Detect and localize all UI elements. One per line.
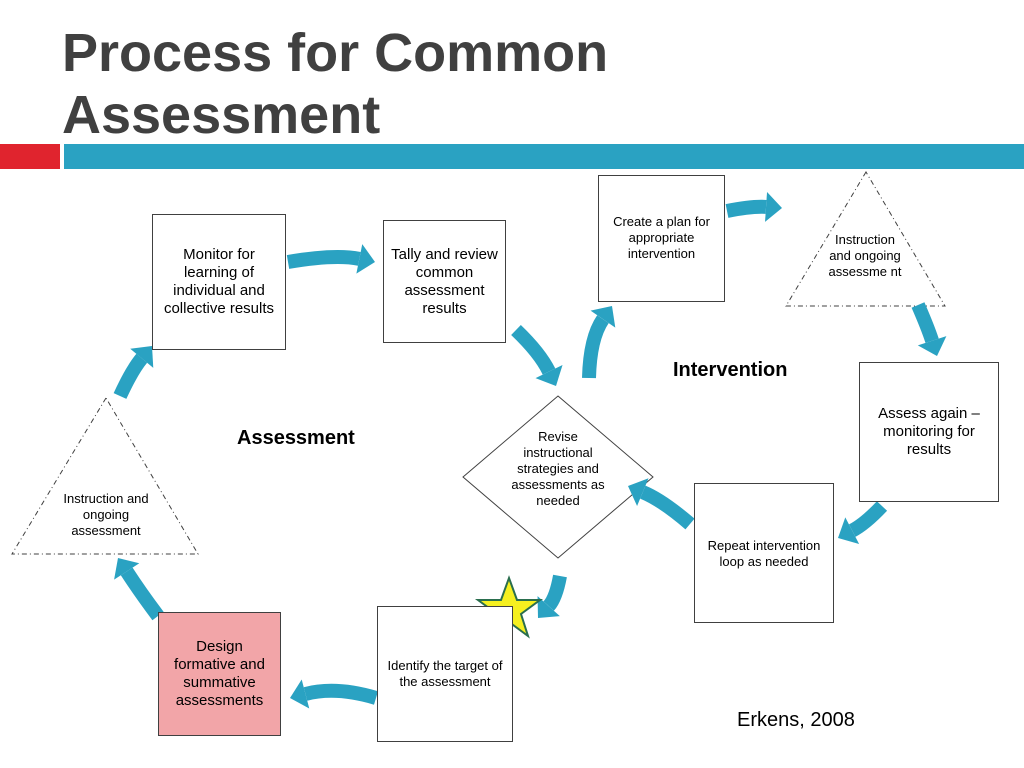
arrow-repeat-to-revise-shaft xyxy=(639,485,695,530)
instruction-left-label: Instruction and ongoing assessment xyxy=(63,491,149,538)
arrow-instruction-to-monitor-head xyxy=(130,346,154,368)
step-identify-label: Identify the target of the assessment xyxy=(387,658,503,689)
arrow-assess-to-repeat-shaft xyxy=(848,501,888,537)
step-monitor-box: Monitor for learning of individual and c… xyxy=(152,214,286,350)
arrow-instruction-to-monitor-shaft xyxy=(113,353,148,399)
arrow-tally-to-revise-shaft xyxy=(511,324,556,375)
step-identify-box: Identify the target of the assessment xyxy=(377,606,513,742)
arrow-revise-to-identify-head xyxy=(537,596,560,618)
citation: Erkens, 2008 xyxy=(737,709,855,731)
arrow-identify-to-design-head xyxy=(290,679,310,709)
step-design-box: Design formative and summative assessmen… xyxy=(158,612,281,736)
step-assess-again-box: Assess again – monitoring for results xyxy=(859,362,999,502)
arrow-revise-to-create-shaft xyxy=(582,315,609,379)
arrow-identify-to-design-shaft xyxy=(303,683,379,705)
arrow-create-to-instruction-shaft xyxy=(725,199,767,218)
arrow-assess-to-repeat-head xyxy=(838,517,860,544)
arrow-instruction-to-assess-shaft xyxy=(911,302,939,343)
step-tally-box: Tally and review common assessment resul… xyxy=(383,220,506,343)
arrows-group xyxy=(113,191,947,709)
arrow-monitor-to-tally-shaft xyxy=(286,250,361,269)
arrow-tally-to-revise-head xyxy=(535,365,563,386)
arrow-revise-to-create-head xyxy=(590,306,616,328)
instruction-right-label: Instruction and ongoing assessme nt xyxy=(828,232,902,279)
revise-label: Revise instructional strategies and asse… xyxy=(511,429,605,508)
step-design-label: Design formative and summative assessmen… xyxy=(174,638,265,709)
step-tally-label: Tally and review common assessment resul… xyxy=(391,245,498,317)
step-repeat-label: Repeat intervention loop as needed xyxy=(707,538,821,569)
instruction-triangle-right xyxy=(785,171,946,307)
arrow-revise-to-identify-shaft xyxy=(543,574,567,611)
section-intervention: Intervention xyxy=(673,359,788,381)
slide-title: Process for Common Assessment xyxy=(62,23,609,145)
arrow-design-to-instruction-shaft xyxy=(120,567,164,621)
arrow-design-to-instruction-head xyxy=(114,558,140,580)
instruction-triangle-left xyxy=(11,397,199,555)
step-monitor-label: Monitor for learning of individual and c… xyxy=(163,246,275,317)
revise-diamond xyxy=(462,395,654,559)
arrow-monitor-to-tally-head xyxy=(356,244,375,274)
arrow-repeat-to-revise-head xyxy=(628,478,649,506)
accent-bar-blue xyxy=(64,144,1024,169)
accent-bar-red xyxy=(0,144,60,169)
step-create-plan-label: Create a plan for appropriate interventi… xyxy=(613,214,710,261)
section-assessment: Assessment xyxy=(237,427,355,449)
arrow-create-to-instruction-head xyxy=(765,191,782,222)
step-assess-again-label: Assess again – monitoring for results xyxy=(878,405,980,458)
step-create-plan-box: Create a plan for appropriate interventi… xyxy=(598,175,725,302)
arrow-instruction-to-assess-head xyxy=(917,336,947,356)
step-repeat-box: Repeat intervention loop as needed xyxy=(694,483,834,623)
